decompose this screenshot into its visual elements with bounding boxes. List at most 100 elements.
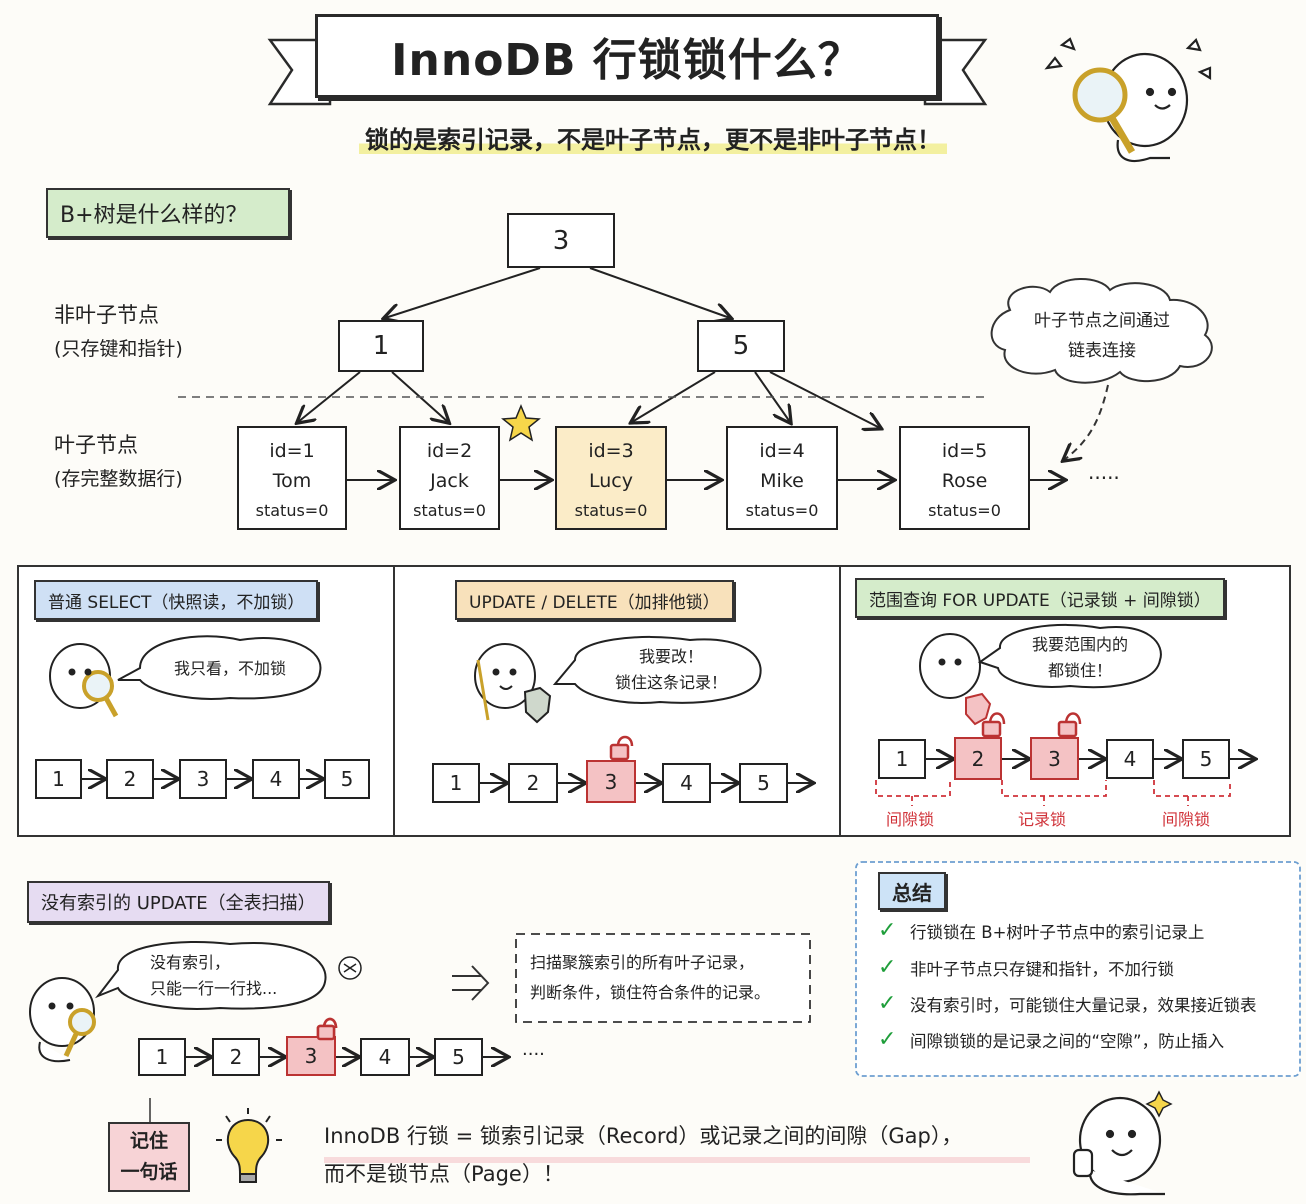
select-record-cell: 2 bbox=[106, 759, 154, 799]
leaf-name: Lucy bbox=[589, 470, 633, 492]
leaf-name: Mike bbox=[760, 470, 804, 492]
leaf-label: 叶子节点 (存完整数据行) bbox=[54, 428, 183, 496]
non-leaf-label-desc: (只存键和指针) bbox=[54, 338, 183, 360]
summary-item-text: 非叶子节点只存键和指针，不加行锁 bbox=[910, 959, 1174, 979]
checkmark-icon: ✓ bbox=[878, 918, 897, 943]
leaf-ellipsis: ····· bbox=[1088, 466, 1120, 490]
range-record-cell: 5 bbox=[1182, 739, 1230, 779]
panel-update-tag: UPDATE / DELETE（加排他锁） bbox=[455, 580, 734, 620]
range-locked-cell: 2 bbox=[954, 737, 1002, 780]
checkmark-icon: ✓ bbox=[878, 955, 897, 980]
update-record-cell: 5 bbox=[739, 763, 788, 803]
noindex-record-cell: 1 bbox=[138, 1038, 186, 1076]
cloud-note: 叶子节点之间通过 链表连接 bbox=[1022, 306, 1182, 366]
cloud-note-line: 链表连接 bbox=[1068, 341, 1136, 361]
star-icon bbox=[501, 404, 541, 442]
summary-item: ✓ 非叶子节点只存键和指针，不加行锁 bbox=[878, 955, 1174, 980]
select-record-cell: 3 bbox=[179, 759, 227, 799]
leaf-id: id=3 bbox=[588, 440, 634, 462]
cloud-note-line: 叶子节点之间通过 bbox=[1034, 311, 1170, 331]
tree-section-tag: B+树是什么样的？ bbox=[46, 188, 290, 238]
bubble-line: 我要改！ bbox=[638, 647, 703, 666]
subtitle-text: 锁的是索引记录，不是叶子节点，更不是非叶子节点！ bbox=[359, 126, 947, 154]
leaf-label-title: 叶子节点 bbox=[54, 433, 138, 457]
leaf-node-1: id=1 Tom status=0 bbox=[237, 426, 347, 530]
update-record-cell: 1 bbox=[432, 763, 480, 803]
non-leaf-label: 非叶子节点 (只存键和指针) bbox=[54, 298, 183, 366]
leaf-status: status=0 bbox=[745, 501, 819, 520]
leaf-id: id=1 bbox=[269, 440, 315, 462]
panel-update-bubble: 我要改！ 锁住这条记录！ bbox=[596, 644, 746, 696]
leaf-node-3: id=3 Lucy status=0 bbox=[555, 426, 667, 530]
gap-lock-label: 间隙锁 bbox=[1162, 810, 1211, 829]
noindex-locked-cell: 3 bbox=[286, 1036, 336, 1076]
range-record-cell: 4 bbox=[1106, 739, 1154, 779]
remember-tag-line: 记住 bbox=[129, 1130, 168, 1152]
cloud-shape bbox=[990, 278, 1213, 384]
summary-tag: 总结 bbox=[878, 872, 946, 910]
lightbulb-icon bbox=[216, 1108, 282, 1183]
summary-item-text: 没有索引时，可能锁住大量记录，效果接近锁表 bbox=[910, 995, 1257, 1015]
panel-select-bubble: 我只看，不加锁 bbox=[173, 659, 286, 678]
scan-note-line: 扫描聚簇索引的所有叶子记录， bbox=[530, 953, 755, 972]
summary-item: ✓ 行锁锁在 B+树叶子节点中的索引记录上 bbox=[878, 918, 1204, 943]
tree-root-node: 3 bbox=[507, 213, 615, 268]
leaf-id: id=2 bbox=[426, 440, 473, 462]
leaf-status: status=0 bbox=[574, 501, 648, 520]
bubble-line: 我要范围内的 bbox=[1031, 635, 1128, 654]
gap-lock-label: 间隙锁 bbox=[886, 810, 935, 829]
leaf-id: id=4 bbox=[759, 440, 805, 462]
remember-tag: 记住 一句话 bbox=[108, 1122, 190, 1192]
select-record-cell: 4 bbox=[252, 759, 300, 799]
leaf-node-4: id=4 Mike status=0 bbox=[726, 426, 838, 530]
panel-noindex-tag: 没有索引的 UPDATE（全表扫描） bbox=[27, 881, 330, 923]
page-title: InnoDB 行锁锁什么？ bbox=[315, 14, 939, 98]
noindex-ellipsis: ···· bbox=[522, 1044, 545, 1065]
leaf-node-2: id=2 Jack status=0 bbox=[399, 426, 500, 530]
select-record-cell: 1 bbox=[35, 759, 82, 799]
panel-range-bubble: 我要范围内的 都锁住！ bbox=[1012, 632, 1148, 684]
bubble-line: 锁住这条记录！ bbox=[614, 673, 727, 692]
range-locked-cell: 3 bbox=[1030, 737, 1079, 780]
bubble-line: 没有索引， bbox=[150, 953, 231, 972]
noindex-record-cell: 5 bbox=[434, 1038, 483, 1076]
mascot-panel-noindex bbox=[29, 941, 362, 1063]
remember-tag-line: 一句话 bbox=[120, 1161, 178, 1183]
leaf-label-desc: (存完整数据行) bbox=[54, 468, 183, 490]
update-record-cell: 2 bbox=[508, 763, 558, 803]
update-record-cell: 4 bbox=[662, 763, 711, 803]
panel-select-tag: 普通 SELECT（快照读，不加锁） bbox=[34, 580, 319, 620]
checkmark-icon: ✓ bbox=[878, 991, 897, 1016]
banner-ribbon-right bbox=[923, 38, 988, 106]
mascot-magnifier-top bbox=[1044, 37, 1212, 163]
panel-range-tag: 范围查询 FOR UPDATE（记录锁 + 间隙锁） bbox=[855, 578, 1225, 618]
scan-note-line: 判断条件，锁住符合条件的记录。 bbox=[530, 983, 771, 1002]
remember-line-2: 而不是锁节点（Page）！ bbox=[324, 1162, 564, 1186]
summary-item-text: 间隙锁锁的是记录之间的“空隙”，防止插入 bbox=[910, 1031, 1225, 1051]
update-locked-cell: 3 bbox=[586, 760, 636, 803]
leaf-node-5: id=5 Rose status=0 bbox=[899, 426, 1030, 530]
panel-noindex-bubble: 没有索引， 只能一行一行找... bbox=[150, 950, 277, 1002]
bubble-line: 只能一行一行找... bbox=[150, 979, 278, 998]
page-subtitle: 锁的是索引记录，不是叶子节点，更不是非叶子节点！ bbox=[0, 120, 1306, 155]
leaf-status: status=0 bbox=[413, 501, 486, 520]
leaf-name: Tom bbox=[272, 470, 312, 492]
remember-line-1: InnoDB 行锁 = 锁索引记录（Record）或记录之间的间隙（Gap）， bbox=[324, 1124, 963, 1148]
leaf-status: status=0 bbox=[928, 501, 1001, 520]
leaf-name: Jack bbox=[430, 470, 469, 492]
non-leaf-label-title: 非叶子节点 bbox=[54, 303, 159, 327]
checkmark-icon: ✓ bbox=[878, 1027, 897, 1052]
leaf-id: id=5 bbox=[941, 440, 988, 462]
range-record-cell: 1 bbox=[878, 739, 926, 779]
bubble-line: 都锁住！ bbox=[1047, 661, 1112, 680]
tree-internal-node-1: 1 bbox=[338, 320, 424, 372]
tree-internal-node-5: 5 bbox=[697, 320, 785, 372]
noindex-record-cell: 4 bbox=[360, 1038, 410, 1076]
select-record-cell: 5 bbox=[324, 759, 370, 799]
noindex-record-cell: 2 bbox=[212, 1038, 260, 1076]
leaf-status: status=0 bbox=[255, 501, 329, 520]
scan-note: 扫描聚簇索引的所有叶子记录， 判断条件，锁住符合条件的记录。 bbox=[530, 948, 770, 1008]
summary-item-text: 行锁锁在 B+树叶子节点中的索引记录上 bbox=[910, 922, 1205, 942]
summary-item: ✓ 没有索引时，可能锁住大量记录，效果接近锁表 bbox=[878, 991, 1257, 1016]
record-lock-label: 记录锁 bbox=[1018, 810, 1067, 829]
